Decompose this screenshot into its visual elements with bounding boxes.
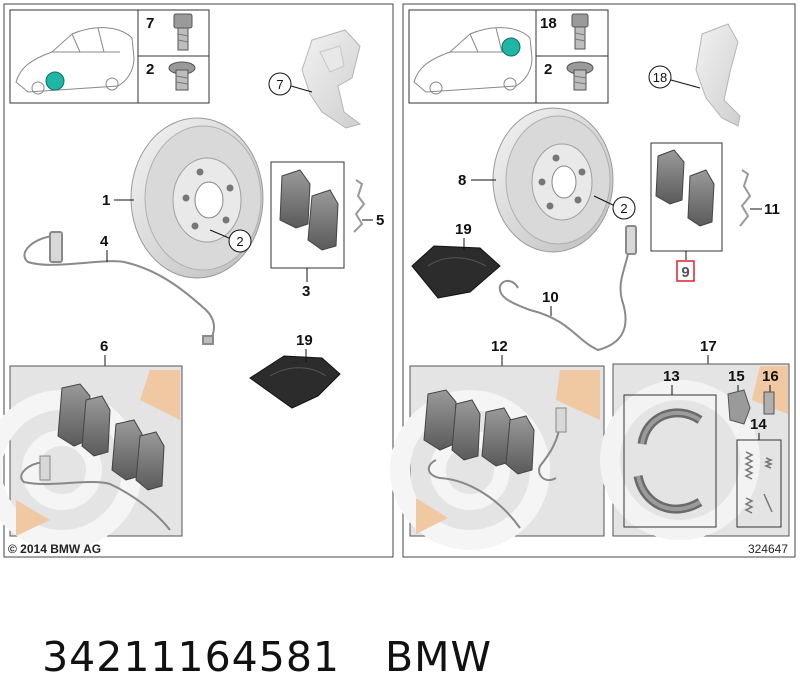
callout-2: 2 <box>544 61 552 78</box>
callout-17: 17 <box>700 338 717 355</box>
callout-2-circle: 2 <box>620 201 627 216</box>
callout-5: 5 <box>376 212 384 229</box>
callout-2-circle: 2 <box>236 234 243 249</box>
brake-pads-box <box>650 142 723 252</box>
callout-15: 15 <box>728 368 745 385</box>
callout-7: 7 <box>146 15 154 32</box>
position-marker-icon <box>45 71 65 91</box>
callout-12: 12 <box>491 338 508 355</box>
brake-carrier-drawing <box>695 23 741 127</box>
wear-sensor-drawing <box>498 225 637 352</box>
brake-shoe-drawing <box>633 408 703 514</box>
spring-clip-drawing <box>353 179 366 233</box>
brake-pads-box <box>270 161 345 269</box>
callout-3: 3 <box>302 283 310 300</box>
right-panel: 18 2 18 <box>390 3 796 558</box>
highlighted-callout-box <box>676 260 695 282</box>
diagram-number: 324647 <box>748 542 788 556</box>
callout-4: 4 <box>100 233 109 250</box>
brand-name: BMW <box>385 633 493 681</box>
shim-drawing <box>249 355 341 409</box>
callout-11: 11 <box>764 201 780 218</box>
callout-18: 18 <box>540 15 557 32</box>
callout-14: 14 <box>750 416 767 433</box>
bolt-icon <box>571 13 589 50</box>
left-panel: 7 2 7 <box>0 3 394 558</box>
adjuster-drawing <box>727 389 775 425</box>
callout-19: 19 <box>296 332 313 349</box>
shim-drawing <box>411 245 501 299</box>
left-header-box: 7 2 <box>9 9 210 104</box>
part-number: 34211164581 <box>42 633 341 681</box>
callout-7-circle: 7 <box>276 77 283 92</box>
callout-8: 8 <box>458 172 466 189</box>
repair-kit-box <box>0 365 183 550</box>
callout-10: 10 <box>542 289 559 306</box>
brake-disc-drawing <box>130 117 264 279</box>
car-outline-icon <box>15 27 135 95</box>
callout-18-circle: 18 <box>653 70 667 85</box>
callout-13: 13 <box>663 368 680 385</box>
brake-disc-drawing <box>492 107 614 253</box>
wear-sensor-drawing <box>23 231 215 345</box>
spring-kit-drawing <box>744 451 774 514</box>
copyright-text: © 2014 BMW AG <box>8 542 101 556</box>
callout-9: 9 <box>681 264 689 281</box>
position-marker-icon <box>501 37 521 57</box>
bolt-icon <box>173 13 193 51</box>
screw-icon <box>566 61 594 91</box>
repair-kit-box <box>390 365 605 550</box>
callout-19: 19 <box>455 221 472 238</box>
parts-diagram: 7 2 7 <box>0 3 796 558</box>
spring-clip-drawing <box>739 169 752 227</box>
right-header-box: 18 2 <box>408 9 609 104</box>
part-footer: 34211164581 BMW <box>14 585 537 681</box>
screw-icon <box>168 61 196 91</box>
callout-2: 2 <box>146 61 154 78</box>
callout-1: 1 <box>102 192 110 209</box>
callout-16: 16 <box>762 368 779 385</box>
callout-6: 6 <box>100 338 108 355</box>
brake-carrier-drawing <box>301 29 362 129</box>
parking-brake-kit-box: 13 15 16 14 <box>600 363 790 540</box>
